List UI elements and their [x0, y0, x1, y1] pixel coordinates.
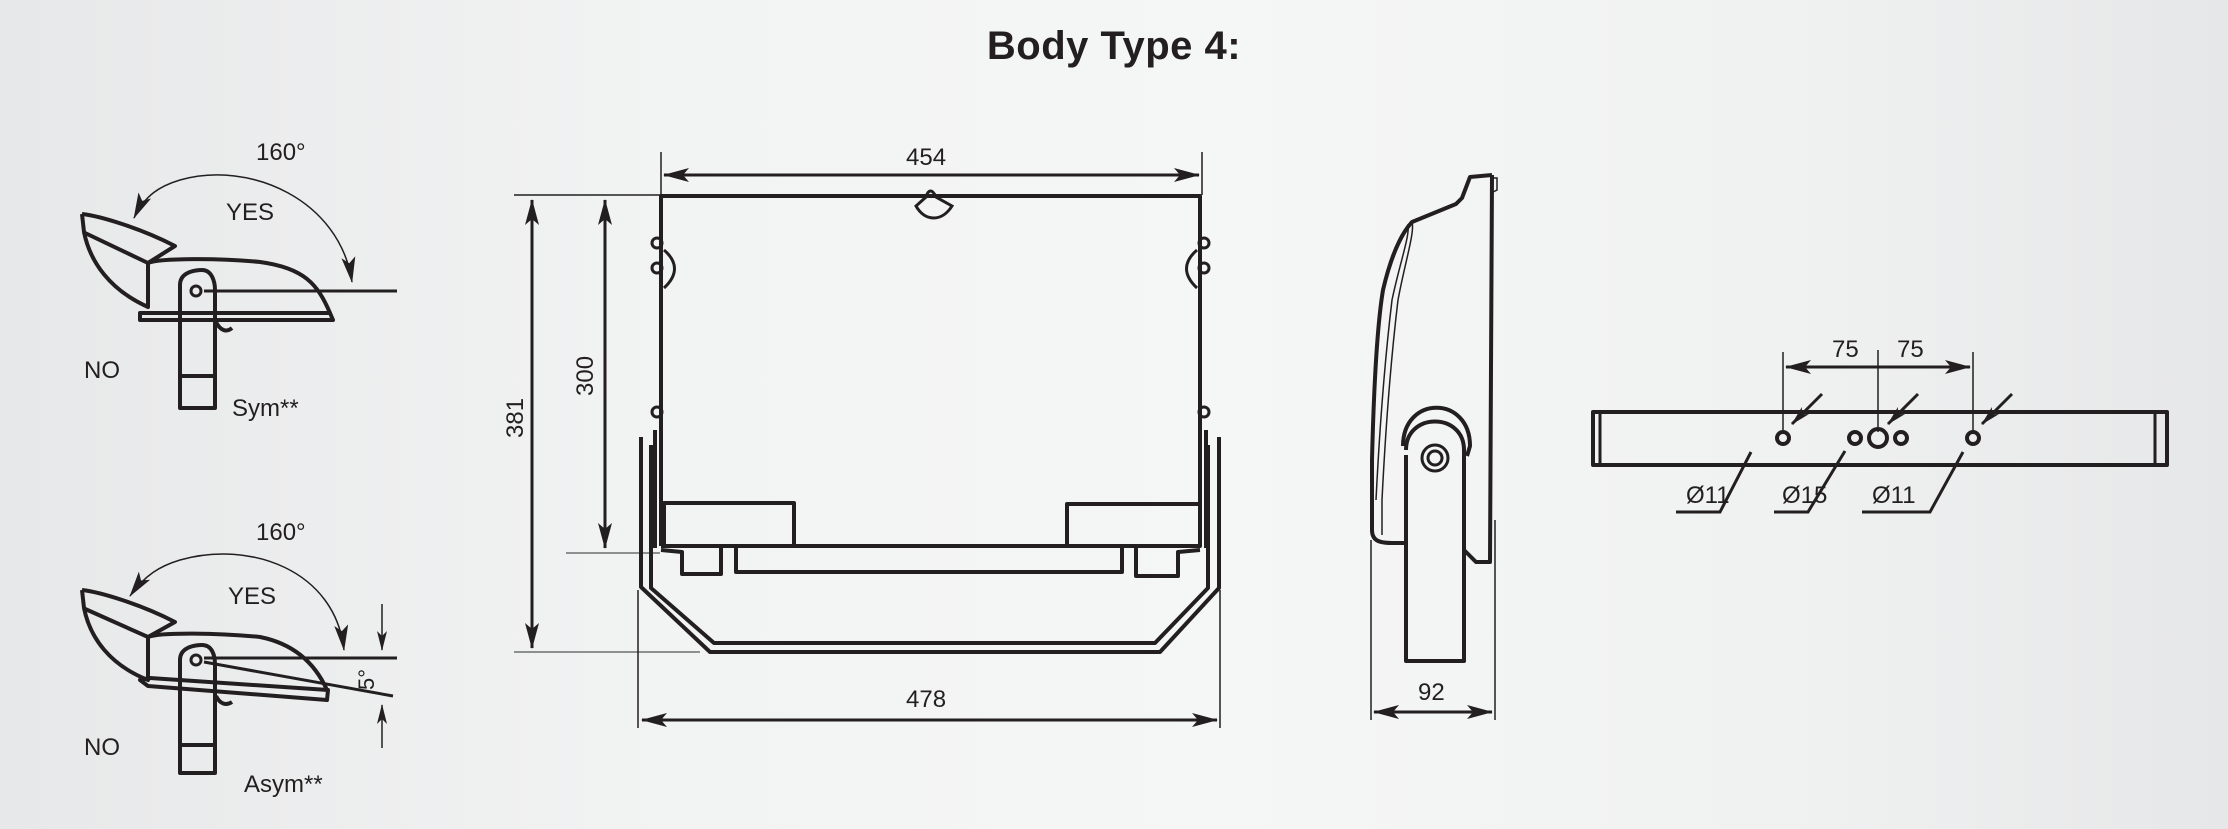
yes-label: YES — [226, 199, 274, 226]
hole-right-label: Ø11 — [1872, 482, 1916, 509]
rotation-arc-icon — [133, 174, 356, 283]
spacing-left-dimension: 75 — [1832, 336, 1859, 363]
tilt-view-sym: 160° YES NO Sym** — [80, 139, 397, 422]
side-view: 92 — [1370, 173, 1498, 720]
tilt-angle-label: 5° — [354, 669, 379, 690]
bracket-view: 75 75 Ø11 Ø15 Ø11 — [1591, 336, 2169, 514]
depth-dimension: 92 — [1418, 679, 1445, 706]
angle-label: 160° — [256, 519, 306, 546]
no-label: NO — [84, 734, 120, 761]
width-top-dimension: 454 — [906, 144, 946, 171]
hole-right-icon — [1965, 430, 1981, 446]
tilt-view-asym: 160° YES NO Asym** 5° — [80, 519, 397, 798]
hole-left-label: Ø11 — [1686, 482, 1730, 509]
type-label: Sym** — [232, 395, 299, 422]
type-label: Asym** — [244, 771, 323, 798]
angle-label: 160° — [256, 139, 306, 166]
yes-label: YES — [228, 583, 276, 610]
hole-center-label: Ø15 — [1782, 482, 1827, 509]
rotation-arc-icon — [129, 553, 349, 651]
page-title: Body Type 4: — [986, 24, 1242, 68]
front-view: 454 381 300 — [502, 144, 1221, 728]
no-label: NO — [84, 357, 120, 384]
width-bottom-dimension: 478 — [906, 686, 946, 713]
spacing-right-dimension: 75 — [1897, 336, 1924, 363]
hole-center-icon — [1867, 427, 1889, 449]
height-total-dimension: 381 — [502, 398, 529, 438]
height-body-dimension: 300 — [572, 356, 599, 396]
hole-left-icon — [1775, 430, 1791, 446]
